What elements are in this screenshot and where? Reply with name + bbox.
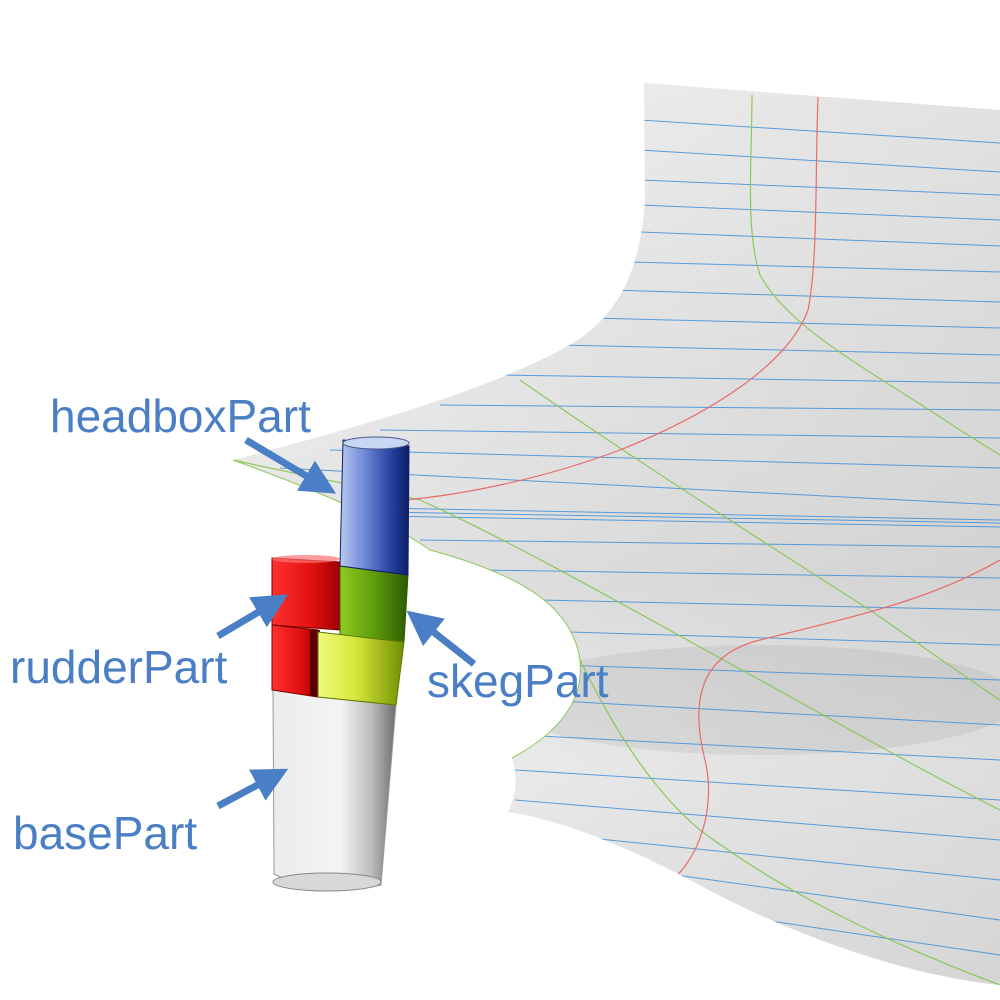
headbox-arrow [244, 436, 337, 494]
section-line [404, 96, 1000, 891]
rudder-arrow [216, 594, 289, 640]
base-part-label: basePart [13, 807, 198, 859]
headbox-part [339, 436, 410, 576]
rudder-part-label: rudderPart [10, 641, 228, 693]
waterlines [279, 119, 1000, 956]
base-arrow [216, 768, 289, 810]
headbox-part-label: headboxPart [50, 390, 311, 442]
skeg-arrow [406, 610, 477, 667]
skeg-part-label: skegPart [427, 655, 609, 707]
skeg-part [317, 565, 409, 706]
pointer-arrows [216, 436, 477, 810]
base-part [272, 689, 397, 892]
